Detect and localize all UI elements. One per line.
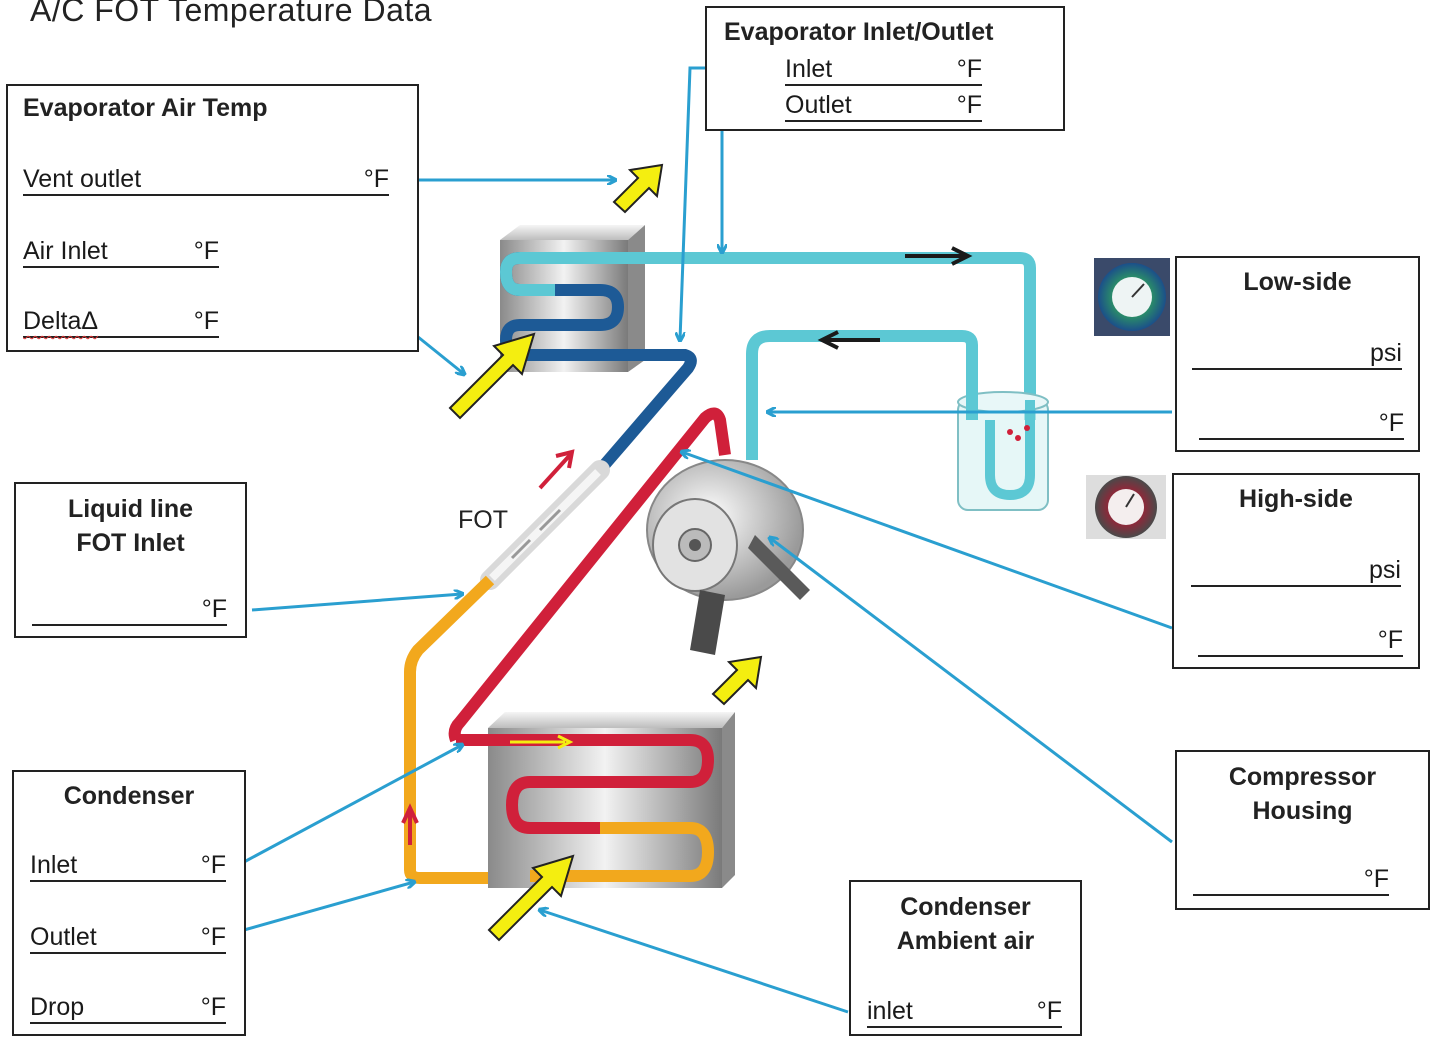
condenser-unit [456, 712, 735, 888]
evaporator-air-temp-box: Evaporator Air Temp Vent outlet °F Air I… [6, 84, 419, 352]
delta-unit: °F [193, 307, 219, 335]
condenser-title: Condenser [63, 782, 195, 810]
high-side-box: High-side psi °F [1172, 473, 1420, 669]
vent-outlet-unit: °F [363, 165, 389, 193]
condenser-inlet-unit: °F [200, 851, 226, 879]
liquid-line-temp-unit: °F [201, 595, 227, 623]
high-side-temp-field[interactable]: °F [1198, 623, 1403, 657]
condenser-drop-label: Drop [30, 993, 85, 1021]
low-side-gauge [1094, 258, 1170, 336]
vent-outlet-label: Vent outlet [23, 165, 142, 193]
liquid-line-fot-inlet-box: Liquid line FOT Inlet °F [14, 482, 247, 638]
ambient-title-line1: Condenser [900, 893, 1031, 921]
ambient-title-line2: Ambient air [896, 927, 1035, 955]
evaporator-inlet-outlet-title: Evaporator Inlet/Outlet [724, 18, 994, 46]
airflow-arrow-icon [448, 163, 763, 942]
evap-inlet-field[interactable]: Inlet °F [785, 52, 982, 86]
liquid-line-title: Liquid line FOT Inlet [16, 492, 245, 560]
low-side-psi-unit: psi [1370, 339, 1402, 367]
compressor-temp-field[interactable]: °F [1193, 862, 1389, 896]
evap-outlet-label: Outlet [785, 91, 852, 119]
flow-arrow-icon [538, 453, 572, 490]
compressor-title-line2: Housing [1252, 797, 1353, 825]
liquid-line-title-line1: Liquid line [68, 495, 193, 523]
condenser-outlet-unit: °F [200, 923, 226, 951]
compressor-housing-title: Compressor Housing [1177, 760, 1428, 828]
ambient-inlet-unit: °F [1036, 997, 1062, 1025]
condenser-ambient-title: Condenser Ambient air [851, 890, 1080, 958]
page-title: A/C FOT Temperature Data [30, 0, 433, 28]
evaporator-inlet-line [595, 349, 697, 474]
evaporator-air-temp-title: Evaporator Air Temp [23, 94, 268, 122]
suction-line [628, 252, 1036, 420]
compressor-title-line1: Compressor [1228, 763, 1377, 791]
low-side-title: Low-side [1243, 268, 1352, 296]
low-side-temp-unit: °F [1378, 409, 1404, 437]
evap-inlet-unit: °F [956, 55, 982, 83]
condenser-outlet-label: Outlet [30, 923, 97, 951]
high-side-title: High-side [1239, 485, 1353, 513]
condenser-inlet-field[interactable]: Inlet °F [30, 848, 226, 882]
high-side-psi-unit: psi [1369, 556, 1401, 584]
compressor [646, 459, 810, 655]
air-inlet-field[interactable]: Air Inlet °F [23, 234, 219, 268]
evaporator-inlet-outlet-box: Evaporator Inlet/Outlet Inlet °F Outlet … [705, 6, 1065, 131]
delta-label: DeltaΔ [23, 307, 99, 335]
low-side-temp-field[interactable]: °F [1199, 406, 1404, 440]
high-side-gauge [1086, 475, 1166, 539]
liquid-line-title-line2: FOT Inlet [76, 529, 185, 557]
ambient-inlet-field[interactable]: inlet °F [867, 994, 1062, 1028]
condenser-inlet-label: Inlet [30, 851, 78, 879]
liquid-line-temp-field[interactable]: °F [32, 592, 227, 626]
low-side-box: Low-side psi °F [1175, 256, 1420, 452]
liquid-line [404, 575, 690, 884]
evap-inlet-label: Inlet [785, 55, 833, 83]
low-side-psi-field[interactable]: psi [1192, 336, 1402, 370]
discharge-line [448, 407, 731, 743]
high-side-psi-field[interactable]: psi [1191, 553, 1401, 587]
condenser-ambient-air-box: Condenser Ambient air inlet °F [849, 880, 1082, 1036]
evap-outlet-unit: °F [956, 91, 982, 119]
compressor-temp-unit: °F [1363, 865, 1389, 893]
accumulator-outlet-line [746, 330, 978, 460]
fot-orifice-tube [480, 460, 610, 590]
high-side-temp-unit: °F [1377, 626, 1403, 654]
vent-outlet-field[interactable]: Vent outlet °F [23, 162, 389, 196]
ambient-inlet-label: inlet [867, 997, 913, 1025]
condenser-outlet-field[interactable]: Outlet °F [30, 920, 226, 954]
compressor-housing-box: Compressor Housing °F [1175, 750, 1430, 910]
delta-field[interactable]: DeltaΔ °F [23, 304, 219, 338]
fot-label: FOT [458, 506, 508, 534]
evap-outlet-field[interactable]: Outlet °F [785, 88, 982, 122]
air-inlet-unit: °F [193, 237, 219, 265]
condenser-drop-field[interactable]: Drop °F [30, 990, 226, 1024]
accumulator [957, 391, 1049, 511]
condenser-drop-unit: °F [200, 993, 226, 1021]
air-inlet-label: Air Inlet [23, 237, 108, 265]
condenser-box: Condenser Inlet °F Outlet °F Drop °F [12, 770, 246, 1036]
